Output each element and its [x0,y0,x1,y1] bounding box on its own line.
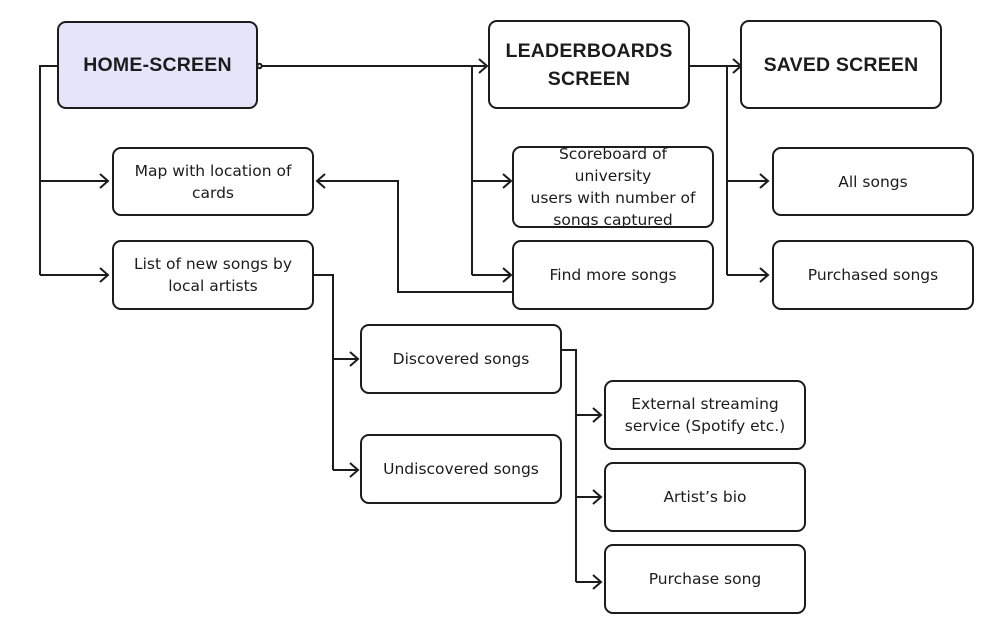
connector-discovered-branch [562,349,577,582]
external-streaming-label: External streaming service (Spotify etc.… [624,395,786,435]
leaderboards-screen-label: LEADERBOARDS SCREEN [505,39,673,90]
connector-find-more-to-map [318,180,512,293]
artist-bio-label: Artist’s bio [663,488,747,506]
new-songs-label: List of new songs by local artists [133,255,293,295]
scoreboard-node: Scoreboard of university users with numb… [512,145,714,229]
arrowhead-discovered [349,351,360,367]
arrowhead-map-return [315,173,326,189]
undiscovered-songs-label: Undiscovered songs [383,460,539,478]
connector-home-branch [39,65,57,275]
arrowhead-scoreboard [502,173,513,189]
saved-screen-node: SAVED SCREEN [740,20,942,109]
undiscovered-songs-node: Undiscovered songs [360,434,562,504]
arrowhead-purchase-song [592,574,603,590]
home-screen-label: HOME-SCREEN [83,54,232,76]
arrowhead-leaderboards [478,58,489,74]
arrowhead-new-songs [99,267,110,283]
external-streaming-node: External streaming service (Spotify etc.… [604,380,806,450]
saved-screen-label: SAVED SCREEN [763,53,919,76]
map-node: Map with location of cards [112,147,314,216]
connector-new-songs-branch [314,274,334,470]
purchase-song-label: Purchase song [648,570,762,588]
scoreboard-label: Scoreboard of university users with numb… [530,145,696,229]
arrowhead-map [99,173,110,189]
artist-bio-node: Artist’s bio [604,462,806,532]
leaderboards-screen-node: LEADERBOARDS SCREEN [488,20,690,109]
discovered-songs-node: Discovered songs [360,324,562,394]
discovered-songs-label: Discovered songs [392,350,530,368]
purchased-songs-node: Purchased songs [772,240,974,310]
all-songs-label: All songs [838,172,908,191]
arrowhead-artist-bio [592,489,603,505]
find-more-songs-node: Find more songs [512,240,714,310]
arrowhead-all-songs [759,173,770,189]
purchased-songs-label: Purchased songs [807,266,939,284]
arrowhead-purchased [759,267,770,283]
arrowhead-streaming [592,407,603,423]
purchase-song-node: Purchase song [604,544,806,614]
all-songs-node: All songs [772,147,974,216]
find-more-songs-label: Find more songs [549,266,677,284]
arrowhead-undiscovered [349,462,360,478]
map-label: Map with location of cards [134,161,292,202]
home-screen-node: HOME-SCREEN [57,21,258,109]
new-songs-node: List of new songs by local artists [112,240,314,310]
arrowhead-find-more [502,267,513,283]
